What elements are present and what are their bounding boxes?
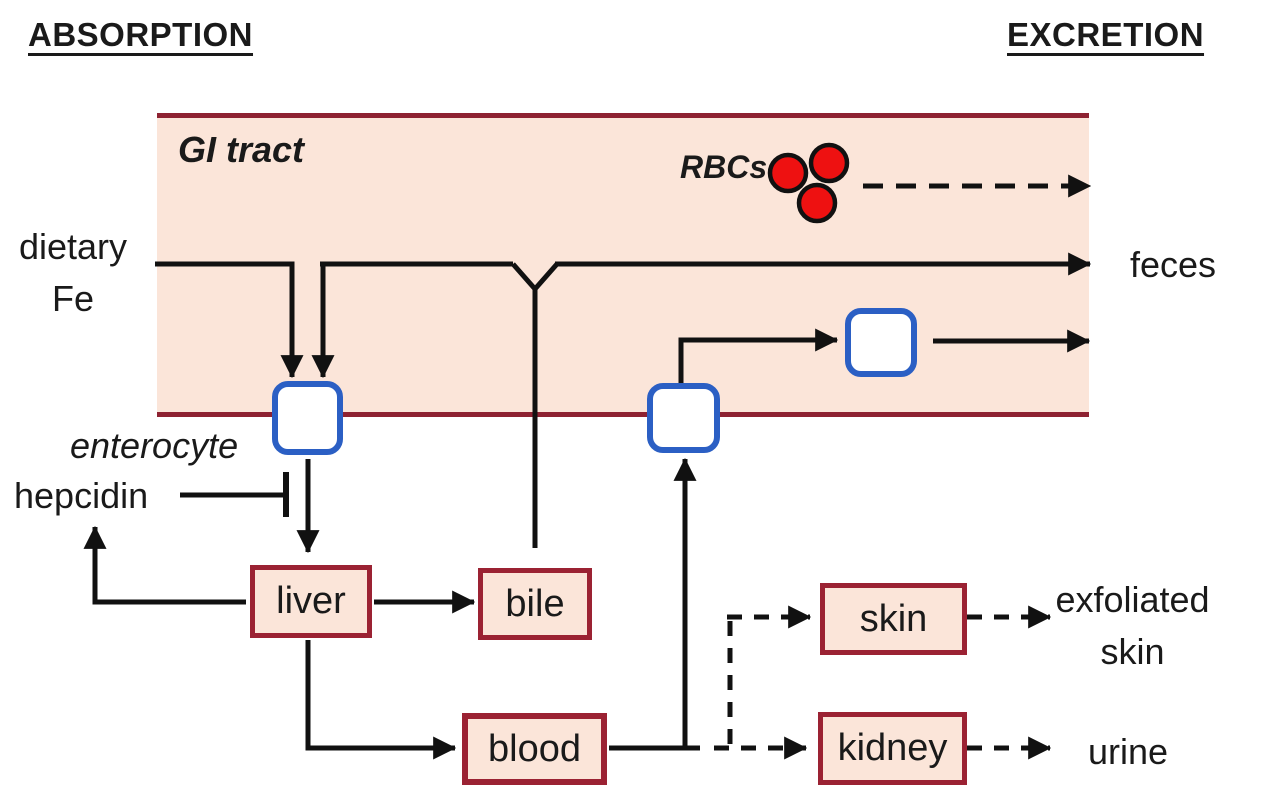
urine-label: urine	[1088, 731, 1169, 772]
rbc-cell-icon	[796, 182, 838, 224]
gi-tract-label: GI tract	[178, 129, 305, 170]
enterocyte-label: enterocyte	[70, 425, 239, 466]
arrow-liver-to-hepcidin	[83, 525, 246, 605]
line-merge-notch	[511, 262, 559, 293]
shed-transporter-box	[845, 308, 917, 377]
hepcidin-label: hepcidin	[14, 475, 149, 516]
node-blood: blood	[462, 713, 607, 785]
exfoliated-skin-label: exfoliated skin	[1045, 574, 1220, 678]
node-bile-label: bile	[505, 582, 565, 625]
node-skin-label: skin	[859, 597, 928, 640]
exfoliated-skin-line1: exfoliated	[1055, 579, 1210, 620]
node-kidney-label: kidney	[837, 727, 948, 769]
feces-label: feces	[1130, 244, 1217, 285]
node-kidney: kidney	[818, 712, 967, 785]
rbc-cell-icon	[767, 152, 809, 194]
absorption-title: ABSORPTION	[28, 16, 254, 53]
rbc-cluster	[767, 142, 850, 224]
node-bile: bile	[478, 568, 592, 640]
dietary-fe-label: dietary Fe	[8, 221, 138, 325]
dietary-fe-line2: Fe	[51, 278, 94, 320]
apical-transporter-box	[272, 381, 343, 455]
arrow-transporter-to-shed-cell	[678, 328, 839, 385]
excretion-title: EXCRETION	[1007, 16, 1205, 53]
dietary-fe-line1: dietary	[18, 226, 128, 267]
basolateral-transporter-box	[647, 383, 720, 453]
node-liver-label: liver	[276, 580, 346, 622]
exfoliated-skin-line2: skin	[1100, 631, 1165, 673]
node-liver: liver	[250, 565, 372, 638]
arrow-liver-to-blood	[305, 640, 457, 760]
rbc-cell-icon	[808, 142, 850, 184]
rbcs-label: RBCs	[680, 149, 768, 185]
arrow-dietary-fe-to-enterocyte-1	[155, 261, 304, 379]
node-skin: skin	[820, 583, 967, 655]
node-blood-label: blood	[488, 727, 581, 770]
